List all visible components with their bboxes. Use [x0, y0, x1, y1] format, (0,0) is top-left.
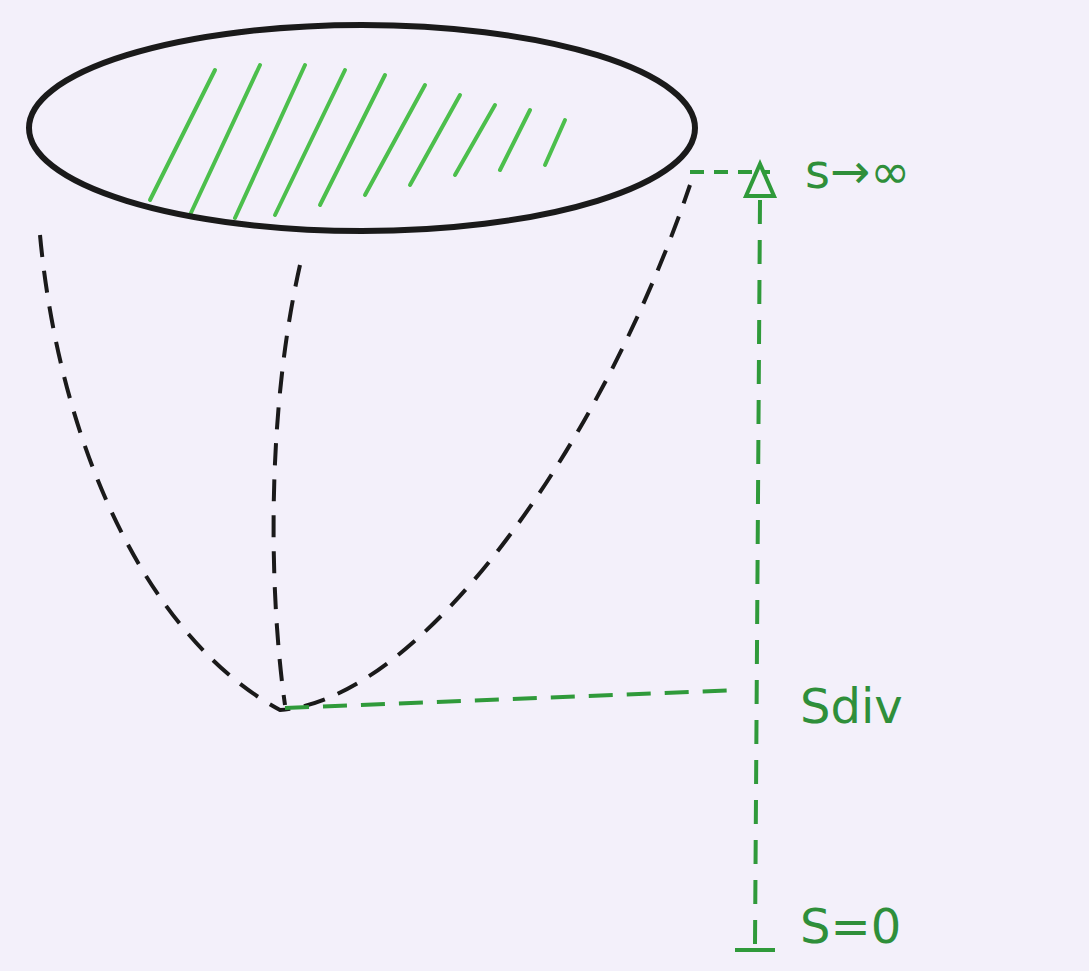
bowl-outline: [40, 185, 690, 710]
hatching: [150, 65, 565, 218]
limit-label: s→∞: [805, 145, 910, 198]
axis: [285, 164, 775, 950]
origin-label: S=0: [800, 900, 901, 953]
top-ellipse: [29, 25, 695, 231]
divergence-label: Sdiv: [800, 680, 903, 733]
